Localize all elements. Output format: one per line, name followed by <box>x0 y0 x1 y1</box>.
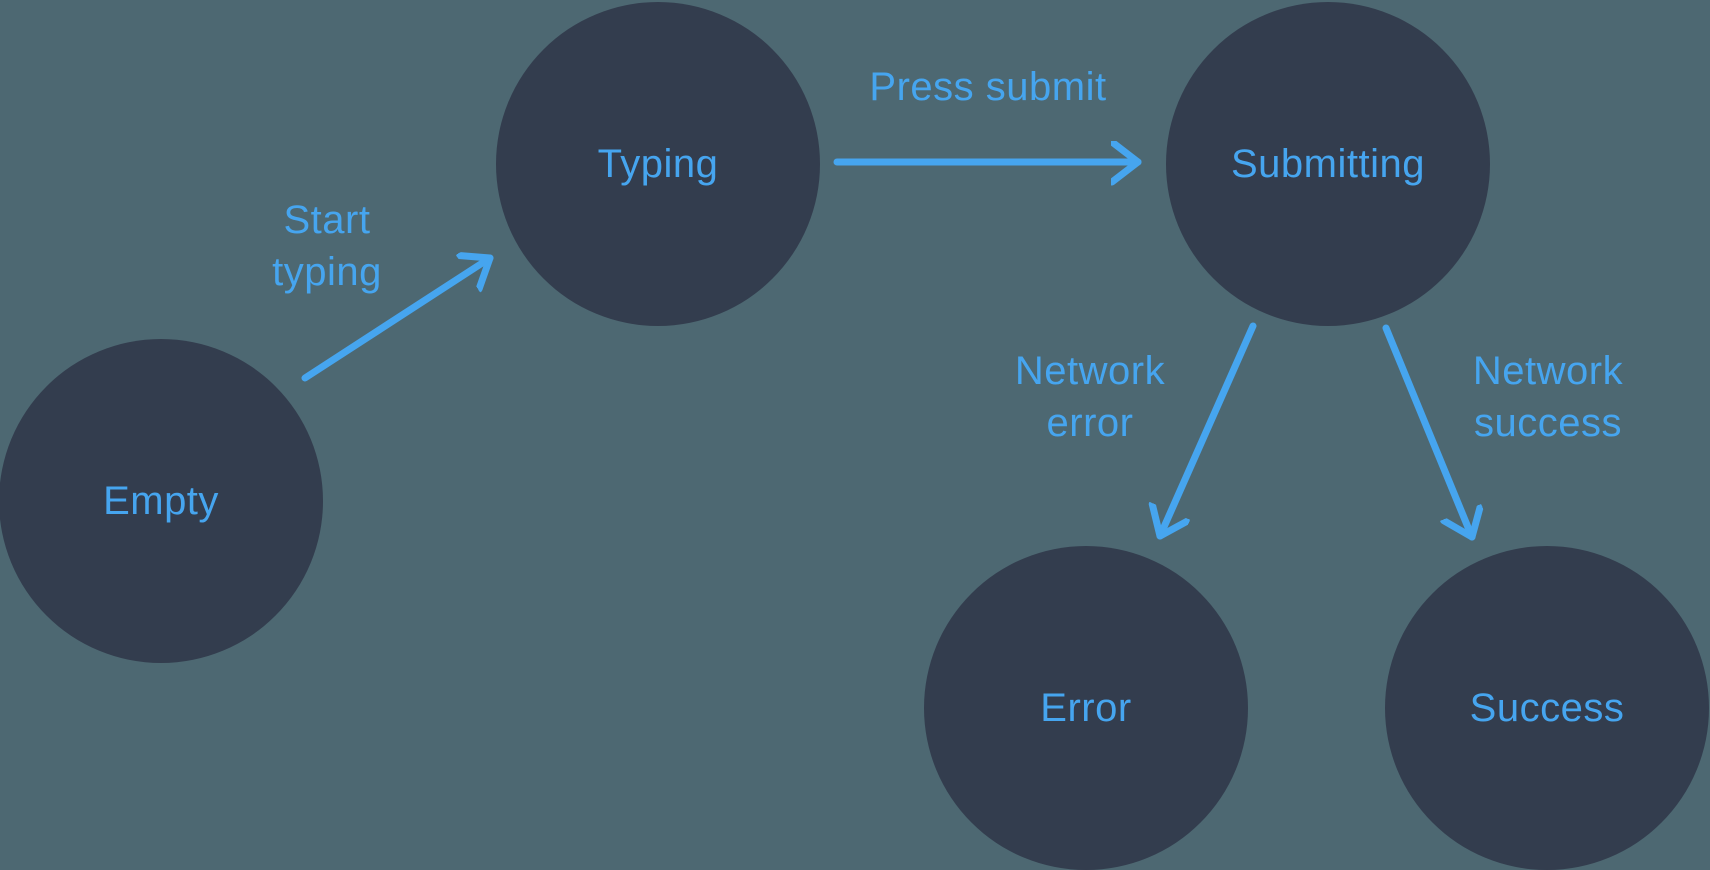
node-empty: Empty <box>0 339 323 663</box>
arrow-submitting-to-error-icon <box>1160 322 1257 540</box>
node-submitting-label: Submitting <box>1231 141 1425 186</box>
node-error-label: Error <box>1040 685 1132 730</box>
node-success: Success <box>1385 546 1709 870</box>
edge-label-line: Network <box>1472 349 1624 393</box>
edge-label-network-error: Network error <box>950 345 1230 449</box>
edge-label-press-submit: Press submit <box>848 61 1128 113</box>
node-typing: Typing <box>496 2 820 326</box>
edge-label-start-typing: Start typing <box>187 194 467 298</box>
edge-label-line: success <box>1474 401 1622 445</box>
node-error: Error <box>924 546 1248 870</box>
edge-label-line: Start <box>283 198 371 242</box>
node-typing-label: Typing <box>597 141 719 186</box>
edge-label-line: typing <box>272 250 382 294</box>
edge-label-network-success: Network success <box>1408 345 1688 449</box>
node-empty-label: Empty <box>103 478 219 523</box>
edge-label-line: error <box>1046 401 1134 445</box>
arrow-empty-to-typing-icon <box>301 258 494 382</box>
arrow-submitting-to-success-icon <box>1382 324 1472 541</box>
edge-label-line: Press submit <box>869 65 1107 109</box>
edge-label-line: Network <box>1014 349 1166 393</box>
node-success-label: Success <box>1469 685 1625 730</box>
node-submitting: Submitting <box>1166 2 1490 326</box>
